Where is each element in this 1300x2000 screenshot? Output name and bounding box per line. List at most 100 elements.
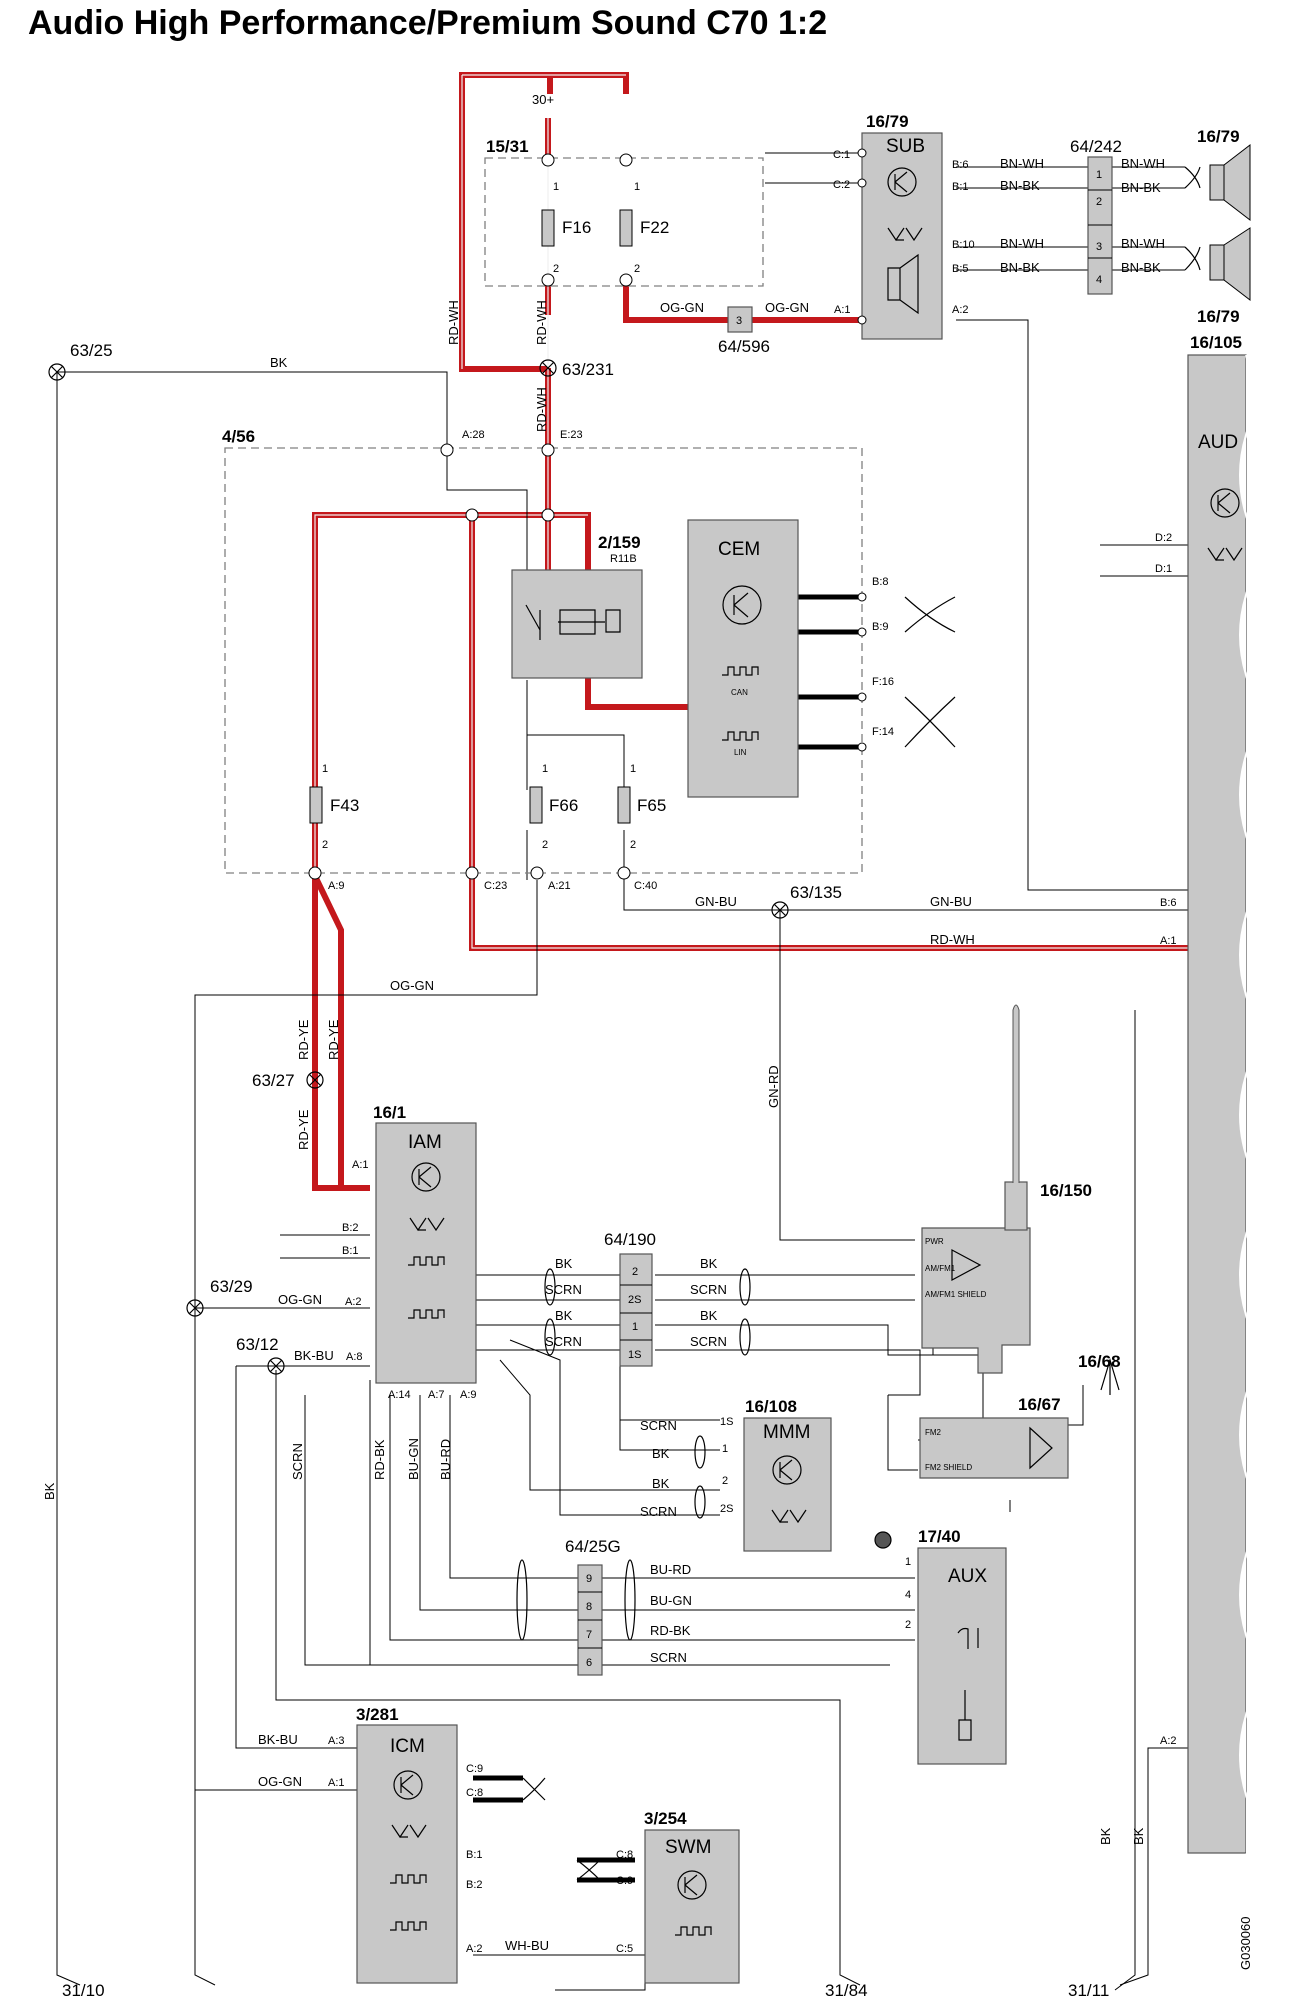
- wire-oggn-b: OG-GN: [765, 300, 809, 315]
- pin-cem-f16: F:16: [872, 676, 894, 688]
- signal-wires: [56, 152, 1188, 1991]
- connector-64190-box: [619, 1253, 653, 1367]
- pin-iam-b2: B:2: [342, 1222, 359, 1234]
- label-aud-name: AUD: [1198, 432, 1238, 453]
- label-f65: F65: [637, 796, 666, 815]
- figure-id: G030060: [1238, 1917, 1253, 1971]
- bus-wires: [473, 594, 866, 1883]
- label-ground-6312: 63/12: [236, 1335, 279, 1354]
- label-mmm-ref: 16/108: [745, 1397, 797, 1416]
- label-ground-6327: 63/27: [252, 1071, 295, 1090]
- label-iam-ref: 16/1: [373, 1103, 406, 1122]
- label-antenna-ref: 16/150: [1040, 1181, 1092, 1200]
- wire-gnbu-1: GN-BU: [695, 894, 737, 909]
- fusebox-enclosure: [484, 157, 764, 287]
- twisted-pair-symbols: [516, 166, 1201, 1881]
- label-icm-ref: 3/281: [356, 1705, 399, 1724]
- pin-cem-a21: A:21: [548, 880, 571, 892]
- pin-sub-b1: B:1: [952, 181, 969, 193]
- pin-aux-4: 4: [905, 1589, 911, 1601]
- pin-antenna-pwr: PWR: [925, 1237, 944, 1246]
- pin-aux-1: 1: [905, 1556, 911, 1568]
- pin-6425g-7: 7: [586, 1629, 592, 1641]
- wire-oggn-e: OG-GN: [258, 1774, 302, 1789]
- pin-icm-b2: B:2: [466, 1879, 483, 1891]
- icm-box: [356, 1724, 458, 1984]
- pin-64190-1: 1: [632, 1321, 638, 1333]
- label-relay-ref: 2/159: [598, 533, 641, 552]
- cem-box: [687, 519, 799, 798]
- pin-iam-b1: B:1: [342, 1245, 359, 1257]
- wire-scrn-g: SCRN: [650, 1650, 687, 1665]
- wire-oggn-c: OG-GN: [390, 978, 434, 993]
- speaker-top-icon: [1209, 143, 1251, 222]
- label-earth-3111: 31/11: [1068, 1981, 1109, 2000]
- wire-rdwh-3: RD-WH: [534, 387, 549, 432]
- wire-bugn-a: BU-GN: [650, 1593, 692, 1608]
- pin-aud-b6: B:6: [1160, 897, 1177, 909]
- label-power: 30+: [532, 92, 554, 107]
- pin-64190-2: 2: [632, 1266, 638, 1278]
- pin-aud-d1: D:1: [1155, 563, 1172, 575]
- pin-64242-2: 2: [1096, 196, 1102, 208]
- pin-icm-a3: A:3: [328, 1735, 345, 1747]
- pin-swm-c5: C:5: [616, 1943, 633, 1955]
- wire-oggn-d: OG-GN: [278, 1292, 322, 1307]
- wire-oggn-a: OG-GN: [660, 300, 704, 315]
- pin-cem-a28: A:28: [462, 429, 485, 441]
- wire-scrn-v: SCRN: [290, 1443, 305, 1480]
- label-speaker-bottom-ref: 16/79: [1197, 307, 1240, 326]
- label-swm-ref: 3/254: [644, 1809, 687, 1828]
- pin-6425g-8: 8: [586, 1601, 592, 1613]
- label-fm2-ref: 16/67: [1018, 1395, 1061, 1414]
- label-connector-64596: 64/596: [718, 337, 770, 356]
- label-iam-name: IAM: [408, 1132, 442, 1153]
- wire-scrn-a: SCRN: [545, 1282, 582, 1297]
- wire-rdbk-v: RD-BK: [372, 1439, 387, 1480]
- label-aux-name: AUX: [948, 1566, 987, 1587]
- wire-bnwh-4: BN-WH: [1121, 236, 1165, 251]
- wire-bkbu-2: BK-BU: [258, 1732, 298, 1747]
- wire-bnwh-2: BN-WH: [1000, 236, 1044, 251]
- wire-rdwh-1: RD-WH: [446, 300, 461, 345]
- label-earth-3184: 31/84: [825, 1981, 868, 2000]
- wire-rdye-3: RD-YE: [296, 1109, 311, 1150]
- iam-box: [375, 1122, 477, 1384]
- label-cem-lin: LIN: [734, 748, 747, 757]
- label-ground-6329: 63/29: [210, 1277, 253, 1296]
- wire-bnwh-3: BN-WH: [1121, 156, 1165, 171]
- antenna-mast-base: [1004, 1181, 1028, 1231]
- pin-cem-a9: A:9: [328, 880, 345, 892]
- wire-gnrd: GN-RD: [766, 1065, 781, 1108]
- label-f66: F66: [549, 796, 578, 815]
- wire-scrn-e: SCRN: [640, 1418, 677, 1433]
- pin-f16-2: 2: [553, 263, 559, 275]
- label-sub-ref: 16/79: [866, 112, 909, 131]
- pin-f66-2: 2: [542, 839, 548, 851]
- pin-swm-c8: C:8: [616, 1849, 633, 1861]
- pin-aud-d2: D:2: [1155, 532, 1172, 544]
- pin-sub-c1: C:1: [833, 149, 850, 161]
- pin-sub-b6: B:6: [952, 159, 969, 171]
- swm-box: [644, 1829, 740, 1984]
- pin-cem-e23: E:23: [560, 429, 583, 441]
- pin-aud-a1: A:1: [1160, 935, 1177, 947]
- label-f43: F43: [330, 796, 359, 815]
- junction-nodes: [308, 148, 867, 880]
- sub-amp-box: [861, 132, 943, 340]
- wire-rdye-2: RD-YE: [326, 1019, 341, 1060]
- connector-64596-box: [727, 306, 753, 333]
- diagram-title: Audio High Performance/Premium Sound C70…: [28, 4, 828, 42]
- aux-box: [917, 1547, 1007, 1765]
- pin-f65-1: 1: [630, 763, 636, 775]
- pin-f16-1: 1: [553, 181, 559, 193]
- label-cem-box-ref: 4/56: [222, 427, 255, 446]
- pin-icm-c9: C:9: [466, 1763, 483, 1775]
- label-f22: F22: [640, 218, 669, 237]
- wire-burd-v: BU-RD: [438, 1439, 453, 1480]
- pin-antenna-shield: AM/FM1 SHIELD: [925, 1290, 987, 1299]
- pin-sub-b10: B:10: [952, 239, 975, 251]
- pin-aux-2: 2: [905, 1619, 911, 1631]
- pin-6425g-6: 6: [586, 1657, 592, 1669]
